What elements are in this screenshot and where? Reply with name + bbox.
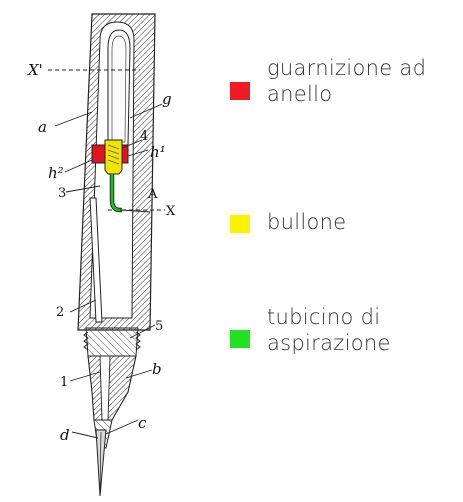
legend-label-ring-gasket-line1: guarnizione ad — [267, 56, 427, 80]
legend-label-bolt: bullone — [267, 210, 347, 234]
label-c: c — [138, 414, 147, 432]
legend: guarnizione ad anello bullone tubicino d… — [230, 52, 458, 355]
label-b: b — [152, 360, 162, 378]
legend-item-aspiration-tube: tubicino di aspirazione — [230, 182, 458, 355]
legend-label-aspiration-tube-line1: tubicino di — [267, 305, 381, 329]
nib-slit — [99, 431, 102, 491]
nib — [95, 429, 107, 497]
label-A: A — [147, 187, 158, 202]
label-x-prime: X' — [27, 61, 43, 79]
feed-channel — [99, 355, 111, 421]
aspiration-tube-fill — [110, 174, 122, 212]
collar-teeth — [83, 331, 141, 351]
legend-label-aspiration-tube-line2: aspirazione — [267, 331, 391, 355]
legend-label-aspiration-tube: tubicino di aspirazione — [267, 304, 391, 356]
legend-swatch-yellow — [230, 215, 250, 233]
label-g: g — [162, 90, 172, 108]
label-2: 2 — [56, 305, 64, 320]
legend-item-ring-gasket: guarnizione ad anello — [230, 52, 458, 122]
ink-sac — [107, 29, 131, 146]
label-X: X — [166, 204, 176, 219]
leader-lines — [54, 103, 163, 439]
feed-bar — [89, 197, 103, 323]
legend-item-bolt: bullone — [230, 142, 458, 234]
label-h2: h² — [48, 164, 64, 182]
label-3: 3 — [58, 186, 66, 201]
bolt-thread — [107, 144, 120, 165]
label-a: a — [38, 118, 47, 136]
legend-swatch-red — [230, 82, 250, 100]
label-1: 1 — [60, 375, 68, 390]
label-d: d — [60, 426, 70, 444]
grip-section — [87, 355, 137, 421]
ink-sac-inner — [111, 35, 127, 143]
threaded-collar — [85, 327, 139, 357]
legend-swatch-green — [230, 330, 250, 348]
legend-label-ring-gasket: guarnizione ad anello — [267, 55, 426, 107]
label-5: 5 — [155, 319, 163, 334]
label-h1: h¹ — [150, 143, 166, 161]
label-4: 4 — [140, 129, 148, 144]
legend-label-ring-gasket-line2: anello — [267, 82, 333, 106]
